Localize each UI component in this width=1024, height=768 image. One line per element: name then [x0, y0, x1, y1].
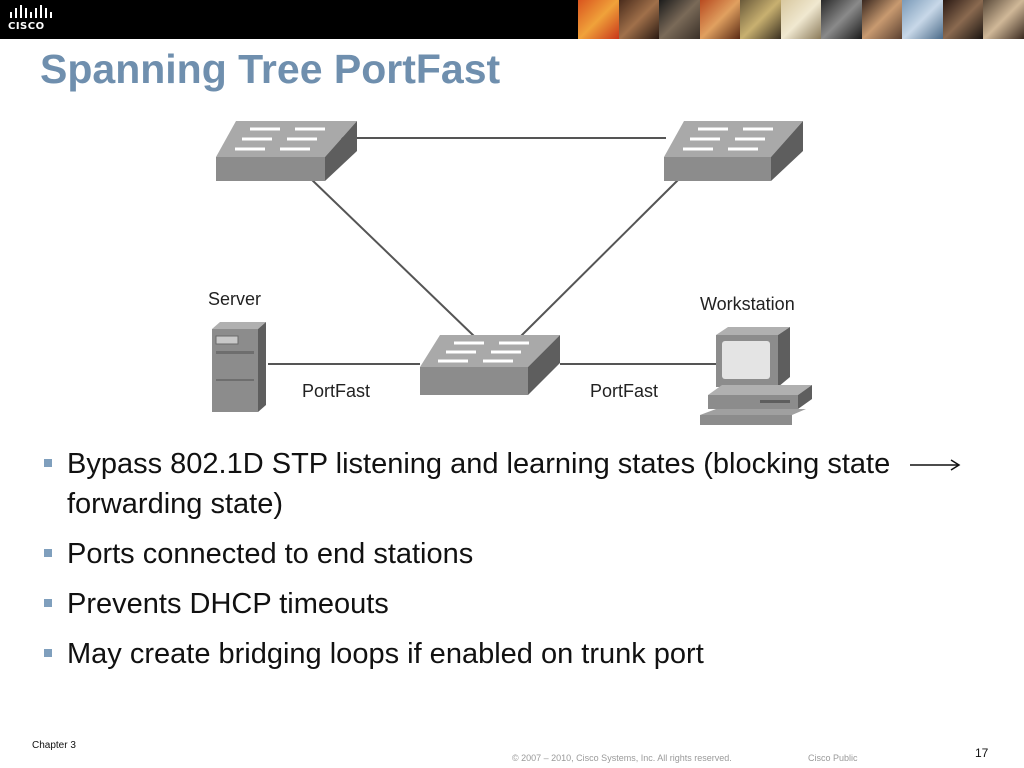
link-left-diagonal: [309, 177, 476, 338]
logo-wordmark: CISCO: [8, 21, 45, 32]
workstation-label: Workstation: [700, 294, 795, 314]
workstation-icon: [700, 327, 812, 425]
server-icon: [212, 322, 266, 412]
list-item: Prevents DHCP timeouts: [44, 584, 984, 624]
list-item: Bypass 802.1D STP listening and learning…: [44, 444, 984, 524]
cisco-logo: CISCO: [8, 4, 68, 36]
bullet-text: Bypass 802.1D STP listening and learning…: [67, 448, 891, 480]
header-bar: CISCO: [0, 0, 1024, 39]
bullet-marker: [44, 549, 52, 557]
header-photo: [740, 0, 781, 39]
header-photo: [821, 0, 862, 39]
header-photo: [983, 0, 1024, 39]
footer-classification: Cisco Public: [808, 753, 858, 763]
bullet-marker: [44, 649, 52, 657]
server-label: Server: [208, 289, 261, 309]
switch-icon: [420, 335, 560, 395]
bullet-text: Ports connected to end stations: [67, 538, 474, 570]
bullet-marker: [44, 459, 52, 467]
bullet-list: Bypass 802.1D STP listening and learning…: [44, 444, 984, 684]
bullet-text: forwarding state): [67, 488, 283, 520]
cisco-bars-icon: [10, 5, 52, 18]
header-photo: [861, 0, 903, 39]
slide-title: Spanning Tree PortFast: [40, 46, 501, 92]
portfast-label-left: PortFast: [302, 381, 370, 401]
bullet-text: May create bridging loops if enabled on …: [67, 638, 704, 670]
footer-copyright: © 2007 – 2010, Cisco Systems, Inc. All r…: [512, 753, 732, 763]
header-photo: [902, 0, 943, 39]
header-photo: [699, 0, 741, 39]
footer-chapter: Chapter 3: [32, 740, 76, 751]
header-photo-strip: [578, 0, 1024, 39]
header-photo: [578, 0, 619, 39]
portfast-label-right: PortFast: [590, 381, 658, 401]
right-arrow-icon: [910, 459, 961, 471]
header-photo: [942, 0, 984, 39]
switch-icon: [216, 121, 357, 181]
page-number: 17: [975, 746, 989, 760]
header-photo: [659, 0, 700, 39]
bullet-marker: [44, 599, 52, 607]
header-photo: [618, 0, 660, 39]
list-item: May create bridging loops if enabled on …: [44, 634, 984, 674]
list-item: Ports connected to end stations: [44, 534, 984, 574]
bullet-text: Prevents DHCP timeouts: [67, 588, 389, 620]
link-right-diagonal: [519, 177, 681, 338]
network-diagram: Server Workstation PortFast PortFast: [208, 121, 812, 425]
header-photo: [780, 0, 822, 39]
switch-icon: [664, 121, 803, 181]
